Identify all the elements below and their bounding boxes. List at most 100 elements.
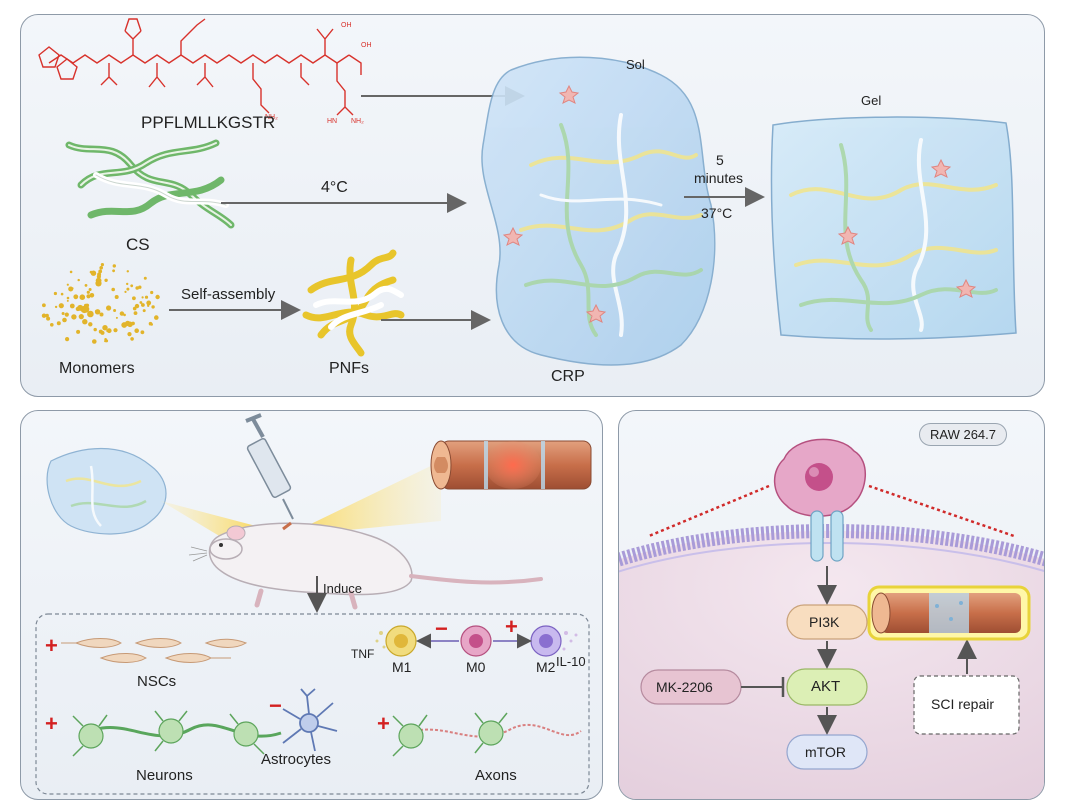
gel-label: Gel	[861, 93, 882, 108]
monomer-dot	[77, 278, 80, 282]
monomer-dot	[46, 316, 51, 321]
monomer-dot	[89, 293, 95, 298]
monomer-dot	[141, 296, 144, 299]
monomer-dot	[119, 311, 125, 316]
monomer-dot	[75, 306, 81, 312]
monomer-dot	[99, 312, 104, 317]
monomer-dot	[140, 330, 145, 335]
monomer-dot	[105, 339, 109, 343]
cell-line-badge: RAW 264.7	[919, 423, 1007, 446]
monomer-dot	[113, 309, 117, 312]
gel-block	[770, 116, 1017, 340]
svg-text:NH₂: NH₂	[265, 114, 278, 121]
monomer-dot	[84, 284, 88, 287]
il10-particles	[562, 631, 578, 651]
m1-minus-sign: −	[435, 616, 448, 641]
monomer-dot	[45, 313, 49, 318]
mouse	[188, 521, 543, 610]
monomer-dot	[86, 290, 90, 294]
akt-label: AKT	[811, 678, 841, 695]
monomer-dot	[121, 322, 128, 328]
monomer-dot	[53, 291, 58, 296]
monomer-dot	[126, 270, 129, 273]
monomer-dot	[134, 303, 140, 309]
monomer-dot	[141, 303, 145, 307]
monomer-dot	[95, 309, 98, 313]
time-label-unit: minutes	[694, 170, 744, 186]
monomer-dot	[41, 313, 47, 318]
monomer-dot	[147, 304, 150, 307]
drug-stars	[502, 84, 607, 323]
m2-label: M2	[536, 659, 556, 675]
svg-text:OH: OH	[361, 42, 372, 49]
monomer-dot	[124, 290, 127, 293]
monomer-dot	[126, 282, 129, 286]
monomer-dot	[102, 325, 108, 331]
m2-plus-sign: +	[505, 614, 518, 639]
m1-label: M1	[392, 659, 412, 675]
in-vivo-illustration	[35, 413, 592, 795]
tnf-particles	[375, 631, 386, 649]
monomer-dot	[87, 310, 94, 318]
mk2206-label: MK-2206	[656, 679, 713, 695]
monomer-dot	[97, 272, 102, 277]
monomer-dot	[61, 312, 65, 315]
monomer-dot	[139, 301, 143, 304]
mtor-node	[786, 734, 868, 770]
sol-label: Sol	[626, 57, 645, 72]
neuron-plus-sign: +	[45, 711, 58, 736]
self-assembly-label: Self-assembly	[181, 286, 276, 303]
mtor-label: mTOR	[805, 744, 846, 760]
monomer-dot	[112, 264, 117, 268]
monomer-dot	[115, 316, 118, 319]
monomer-dot	[92, 339, 97, 344]
light-beam-right	[286, 461, 441, 536]
svg-text:OH: OH	[341, 22, 352, 29]
pnfs-label: PNFs	[329, 360, 369, 377]
raw-macrophage-icon	[773, 438, 867, 517]
monomer-dot	[73, 294, 79, 300]
pi3k-node	[786, 604, 868, 640]
monomer-dot	[130, 284, 134, 288]
spinal-cord-injury	[430, 440, 592, 490]
mechanism-illustration	[619, 438, 1044, 799]
monomer-dot	[82, 305, 90, 313]
macrophage-m0	[460, 625, 492, 657]
monomer-dot	[154, 315, 159, 320]
monomer-dot	[114, 295, 119, 299]
monomer-dot	[155, 294, 160, 300]
svg-text:HN: HN	[327, 118, 337, 125]
crp-label: CRP	[551, 368, 585, 385]
monomer-dot	[60, 292, 64, 296]
monomer-dot	[79, 294, 86, 301]
mechanism-panel: RAW 264.7 PI3K AKT mTOR MK-2206 SCI repa…	[618, 410, 1045, 800]
monomer-dot	[50, 323, 54, 327]
monomer-dot	[54, 305, 58, 309]
monomers-label: Monomers	[59, 360, 135, 377]
monomer-dot	[142, 309, 146, 313]
monomer-dot	[69, 270, 73, 274]
monomer-dot	[66, 283, 69, 286]
monomer-dot	[133, 311, 138, 315]
zoom-line-left	[648, 484, 770, 538]
monomer-dot	[112, 269, 115, 273]
induce-label: Induce	[323, 581, 363, 596]
akt-node	[786, 668, 868, 706]
sci-repair-label: SCI repair	[931, 696, 995, 712]
monomer-dot	[88, 322, 93, 327]
monomer-dot	[99, 266, 103, 270]
tnf-label: TNF	[351, 647, 375, 661]
monomer-dot	[130, 337, 134, 341]
svg-text:NH₂: NH₂	[351, 118, 364, 125]
monomer-dot	[93, 327, 97, 332]
monomer-dot	[65, 337, 70, 342]
axons-label: Axons	[475, 767, 517, 784]
monomer-dot	[134, 328, 139, 334]
macrophage-m1	[385, 625, 417, 657]
monomer-dot	[98, 269, 103, 274]
synthesis-panel: OH OH NH₂ HN NH₂	[20, 14, 1045, 397]
monomer-dot	[106, 329, 109, 332]
sol-blob	[481, 56, 716, 366]
monomer-dot	[150, 290, 154, 295]
axon-plus-sign: +	[377, 711, 390, 736]
